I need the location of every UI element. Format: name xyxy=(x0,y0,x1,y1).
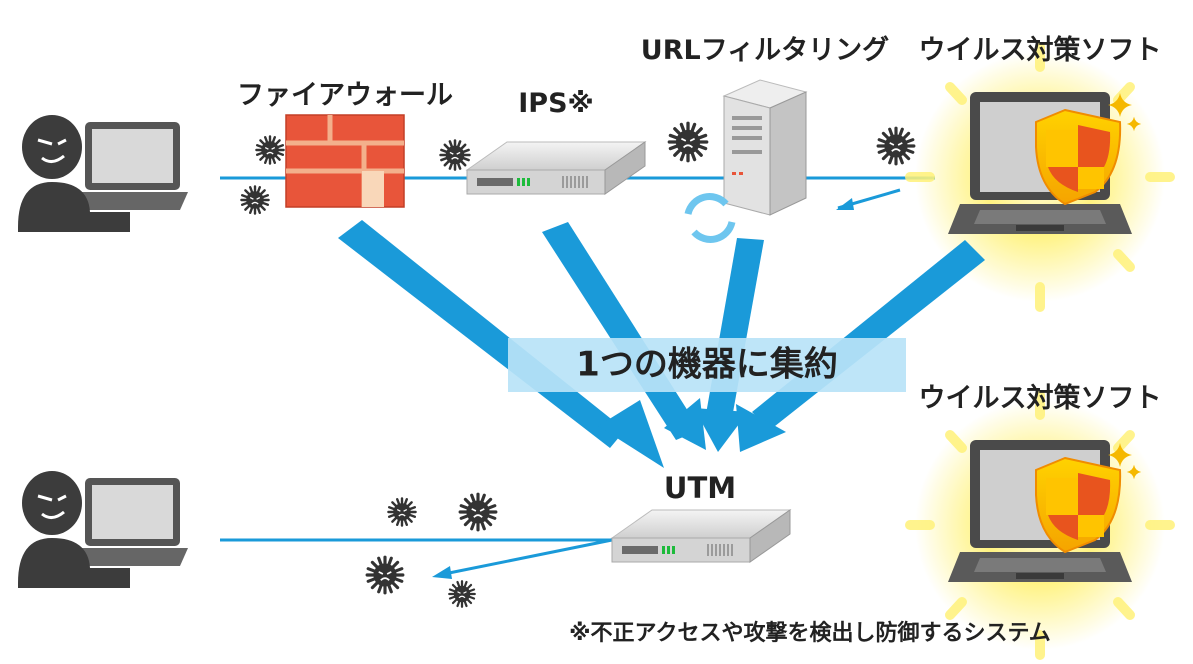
antivirus-label-top: ウイルス対策ソフト xyxy=(919,34,1162,66)
consolidation-banner xyxy=(508,338,906,392)
antivirus-label-bottom: ウイルス対策ソフト xyxy=(919,382,1162,414)
virus-icon xyxy=(387,497,417,527)
ips-label: IPS※ xyxy=(518,88,594,119)
network-appliance-icon xyxy=(611,509,791,563)
network-appliance-icon xyxy=(466,141,646,195)
blocked-arrow-bottom xyxy=(443,538,613,576)
server-icon xyxy=(684,79,808,243)
virus-icon xyxy=(448,580,476,608)
person-icon xyxy=(16,469,190,590)
url-filtering-label: URLフィルタリング xyxy=(641,34,889,66)
virus-icon xyxy=(255,135,285,165)
virus-icon xyxy=(876,126,916,166)
virus-icon xyxy=(240,185,270,215)
person-icon xyxy=(16,113,190,234)
footnote: ※不正アクセスや攻撃を検出し防御するシステム xyxy=(569,620,1051,646)
firewall-icon xyxy=(285,114,405,208)
virus-icon xyxy=(667,121,709,163)
virus-icon xyxy=(439,139,471,171)
consolidation-label: 1つの機器に集約 xyxy=(576,345,838,385)
firewall-label: ファイアウォール xyxy=(237,80,453,111)
virus-icon xyxy=(458,492,498,532)
laptop-icon xyxy=(910,395,1170,655)
utm-label: UTM xyxy=(664,471,736,505)
virus-icon xyxy=(365,555,405,595)
